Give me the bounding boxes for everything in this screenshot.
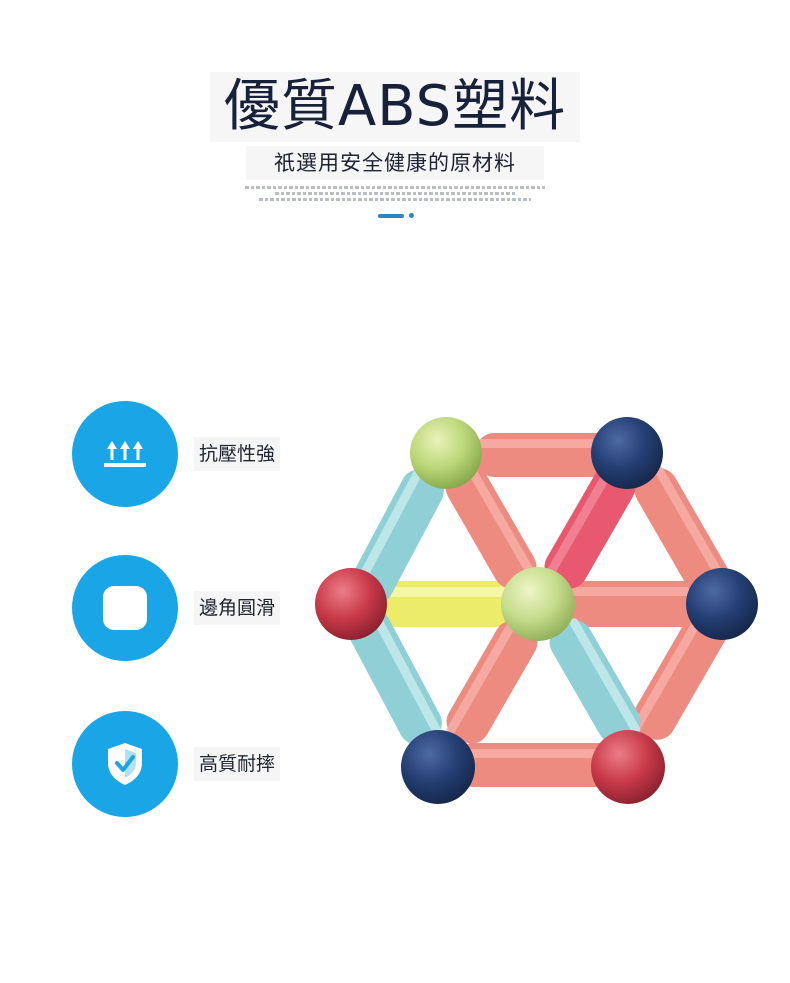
divider-dot: [409, 213, 414, 218]
feature-label: 邊角圓滑: [194, 591, 281, 625]
rounded-square-icon: [103, 586, 147, 630]
feature-icon-circle: [72, 711, 178, 817]
title-background: [210, 72, 580, 142]
rod-teal: [348, 607, 442, 745]
rod-yellow: [375, 581, 525, 627]
rod-teal: [350, 467, 444, 605]
feature-icon-circle: [72, 401, 178, 507]
feature-label: 抗壓性強: [194, 437, 281, 471]
rod-salmon: [632, 604, 730, 740]
sphere-red: [591, 730, 665, 804]
sphere-navy: [401, 730, 475, 804]
page-subtitle: 祇選用安全健康的原材料: [274, 151, 516, 175]
page-title: 優質ABS塑料: [223, 74, 567, 139]
rod-salmon: [445, 463, 537, 589]
rod-group: [348, 433, 732, 787]
sphere-green: [410, 417, 482, 489]
rod-pink: [544, 463, 636, 589]
rod-salmon: [634, 466, 732, 602]
sphere-navy: [591, 417, 663, 489]
fine-print-line: [259, 198, 531, 201]
sphere-red: [315, 568, 387, 640]
feature-label: 高質耐摔: [194, 747, 281, 781]
fine-print-line: [245, 186, 545, 189]
fine-print-line: [275, 192, 515, 195]
divider-dash: [378, 214, 404, 218]
feature-rounded-edges: 邊角圓滑: [72, 555, 302, 661]
sphere-navy: [686, 568, 758, 640]
feature-drop-resistant: 高質耐摔: [72, 711, 302, 817]
sphere-group: [315, 417, 758, 804]
feature-pressure-resistance: 抗壓性強: [72, 401, 302, 507]
pressure-arrows-icon: [104, 441, 146, 467]
sphere-center-green: [501, 567, 575, 641]
subtitle-background: [246, 146, 544, 180]
rod-salmon: [476, 433, 624, 477]
rod-salmon: [446, 618, 538, 744]
fine-print-decoration: [240, 184, 550, 204]
rod-teal: [549, 618, 641, 744]
magnetic-stick-hexagon-illustration: [315, 417, 758, 804]
feature-icon-circle: [72, 555, 178, 661]
rod-salmon: [563, 581, 713, 627]
rod-salmon: [455, 743, 627, 787]
shield-check-icon: [108, 743, 142, 785]
